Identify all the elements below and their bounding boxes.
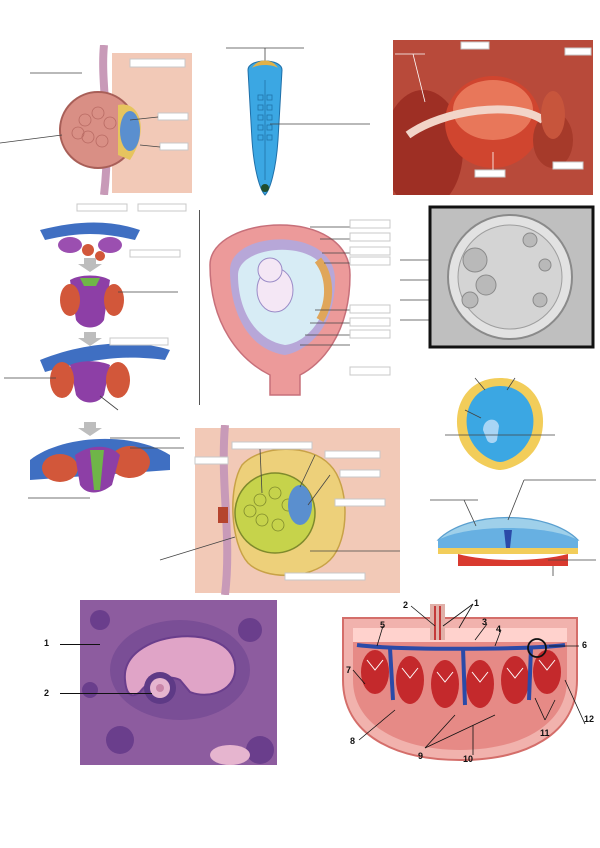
fetus-in-uterus-figure [200, 205, 400, 400]
placenta-label-2: 2 [403, 600, 408, 610]
placenta-label-9: 9 [418, 751, 423, 761]
bilaminar-disc-figure [428, 470, 600, 580]
placenta-label-4: 4 [496, 624, 501, 634]
photo-label-2: 2 [44, 688, 49, 698]
label-1-leader [60, 644, 100, 645]
placenta-label-8: 8 [350, 736, 355, 746]
placenta-label-6: 6 [582, 640, 587, 650]
embryo-photo [393, 40, 593, 195]
neurulation-embryo-figure [220, 40, 390, 200]
implanted-blastocyst-figure [150, 425, 405, 595]
placenta-section-figure [335, 600, 600, 765]
photo-label-1: 1 [44, 638, 49, 648]
label-2-leader [60, 693, 152, 694]
placenta-label-5: 5 [380, 620, 385, 630]
ovarian-follicle-micrograph [80, 600, 277, 765]
placenta-label-7: 7 [346, 665, 351, 675]
placenta-label-1: 1 [474, 598, 479, 608]
amniotic-sac-figure [445, 370, 565, 475]
placenta-label-10: 10 [463, 754, 473, 764]
placenta-label-3: 3 [482, 617, 487, 627]
placenta-label-12: 12 [584, 714, 594, 724]
blastocyst-micrograph [390, 205, 595, 350]
implanting-blastocyst-figure [0, 45, 200, 195]
placenta-label-11: 11 [540, 728, 550, 738]
